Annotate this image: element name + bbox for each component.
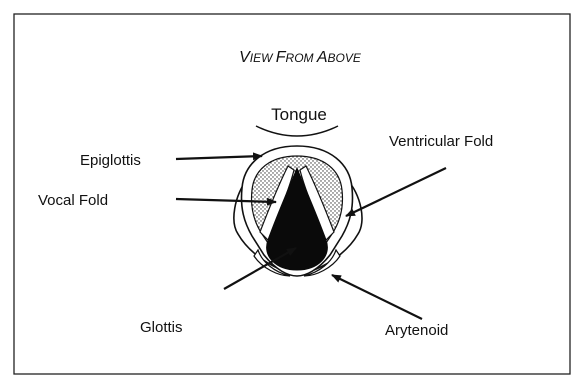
arrow-ventricular-fold (346, 168, 446, 216)
arrow-epiglottis (176, 156, 262, 159)
label-ventricular-fold: Ventricular Fold (389, 133, 493, 150)
title-rest-3: BOVE (328, 51, 362, 65)
label-arytenoid: Arytenoid (385, 322, 448, 339)
tongue-arc (256, 126, 338, 136)
title-rest-1: IEW (250, 51, 276, 65)
label-epiglottis: Epiglottis (80, 152, 141, 169)
diagram-title: VIEW FROM ABOVE (239, 49, 362, 66)
label-glottis: Glottis (140, 319, 183, 336)
arrow-arytenoid (332, 275, 422, 319)
title-cap-3: A (316, 49, 328, 66)
label-tongue: Tongue (271, 105, 327, 124)
title-rest-2: ROM (286, 51, 317, 65)
label-vocal-fold: Vocal Fold (38, 192, 108, 209)
